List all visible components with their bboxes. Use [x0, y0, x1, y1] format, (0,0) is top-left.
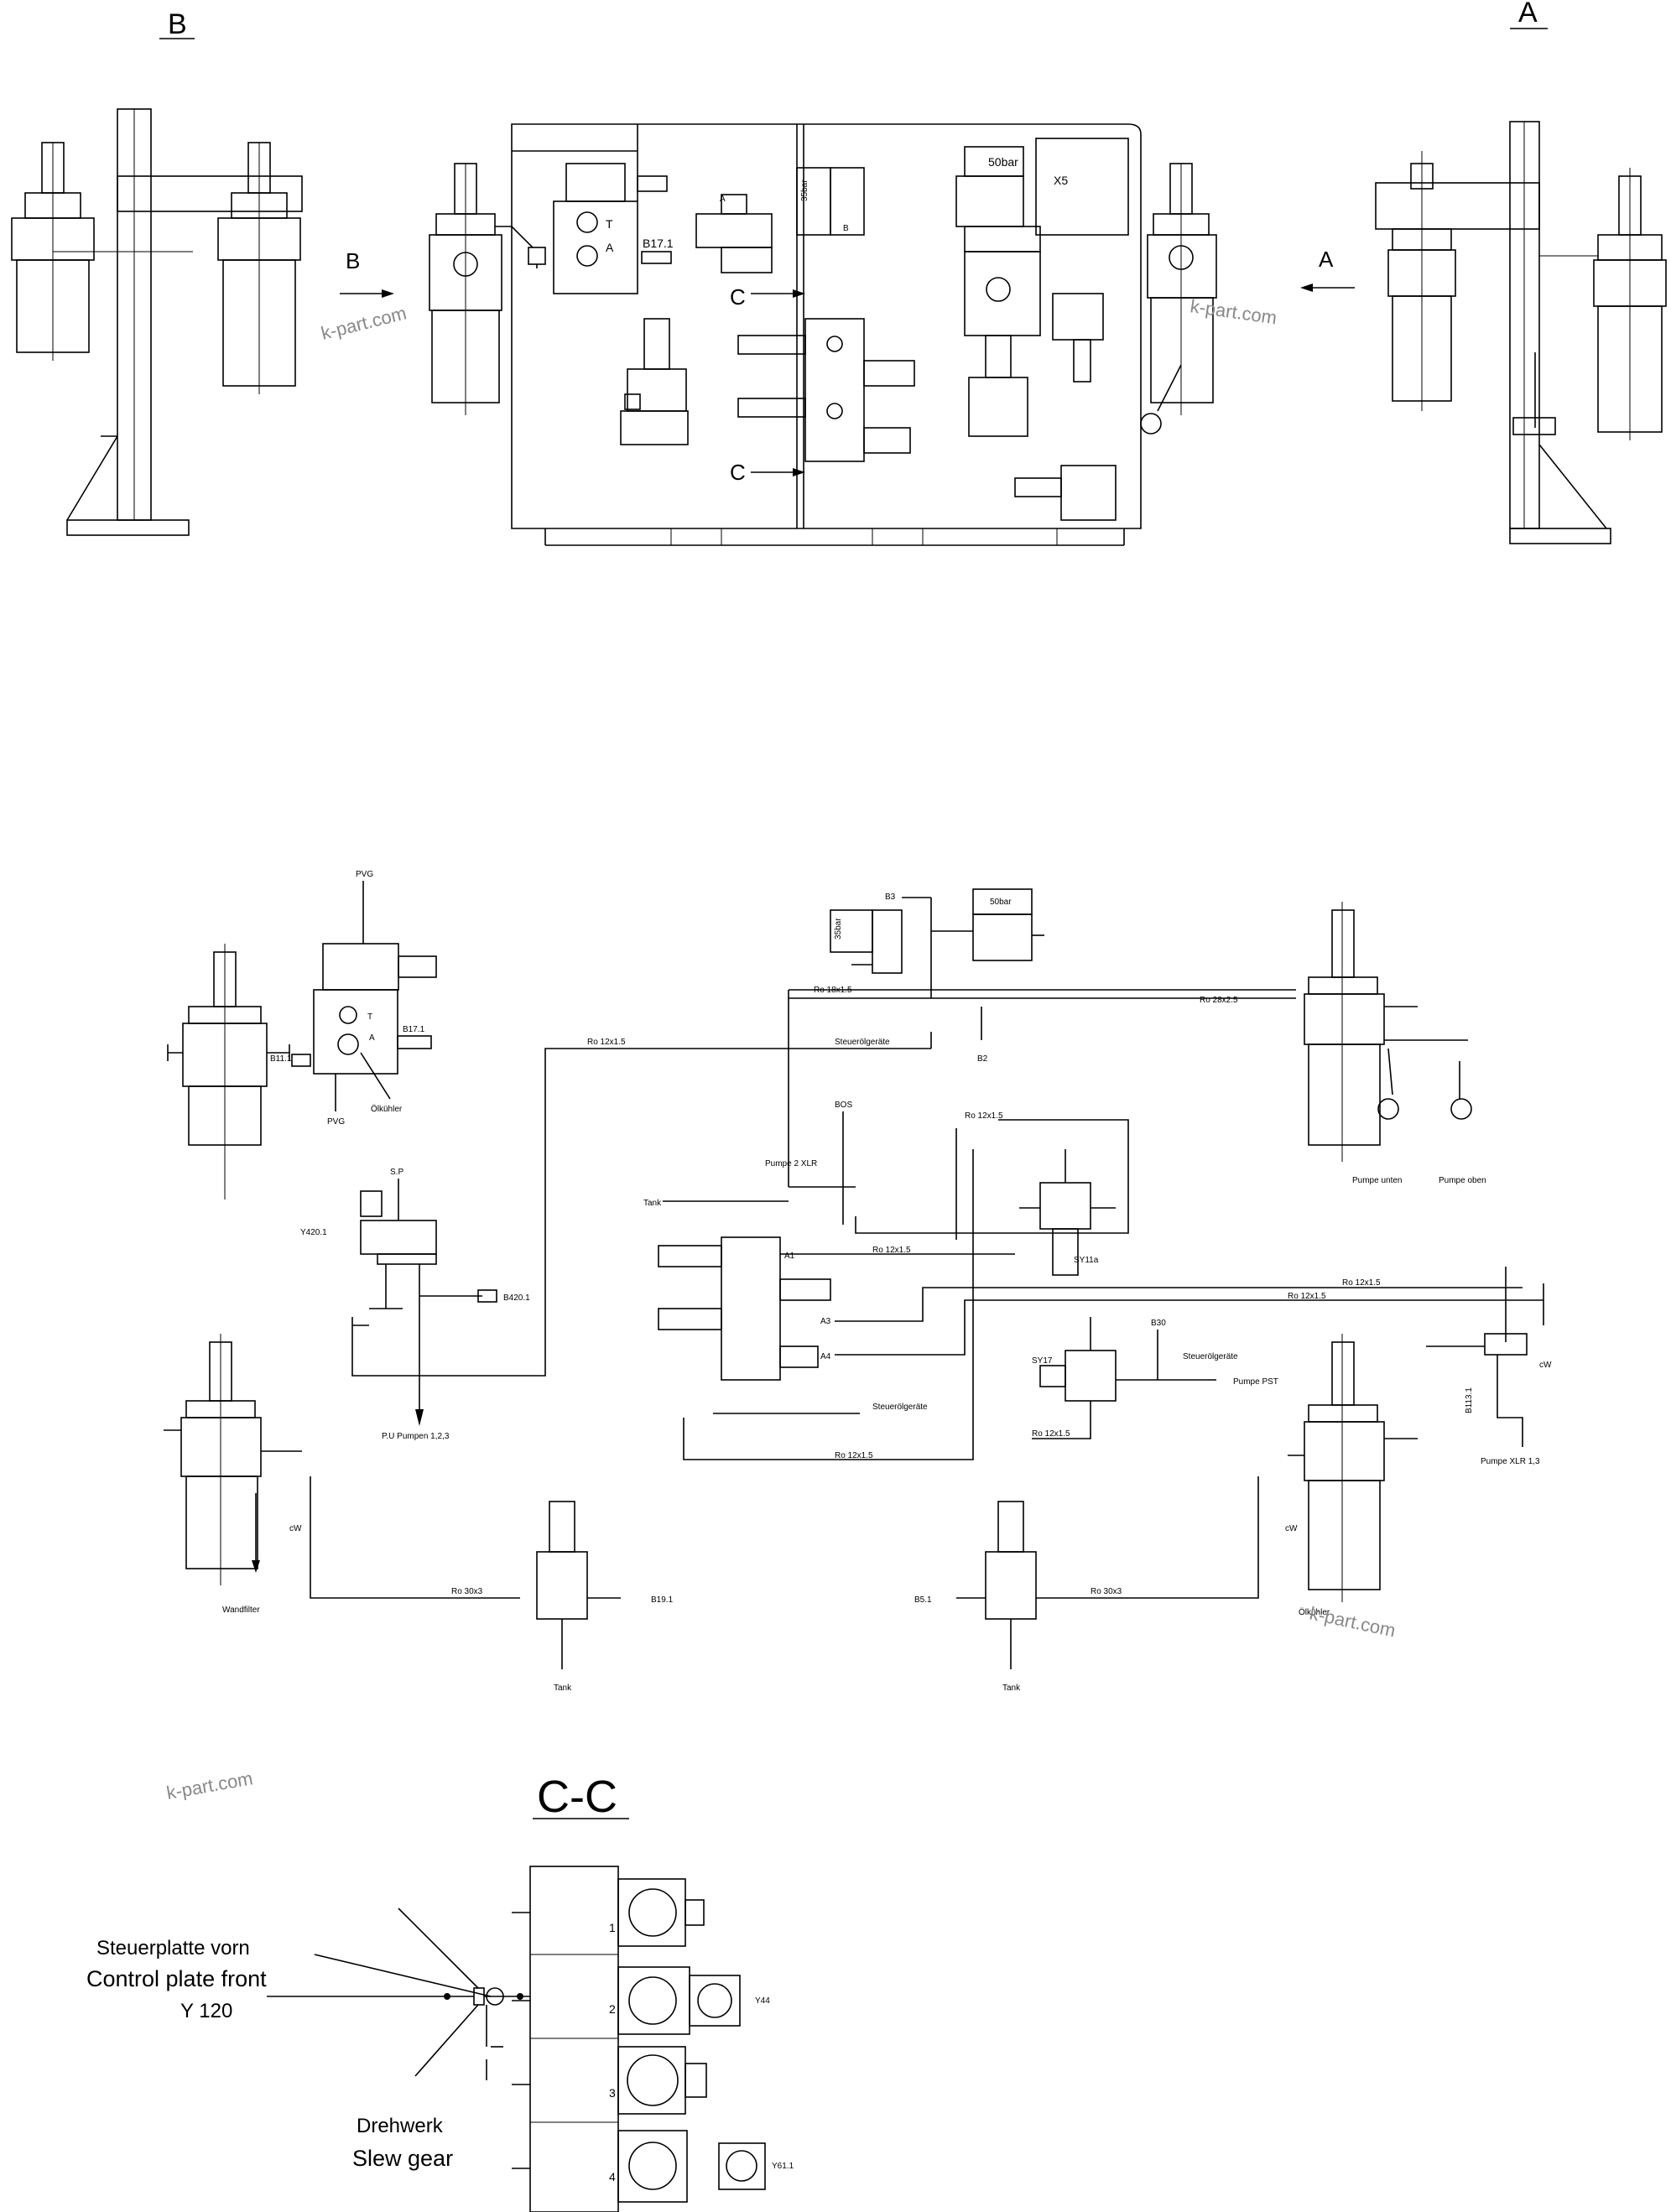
sch-ro30-left: Ro 30x3: [451, 1587, 483, 1596]
watermark-1: k-part.com: [319, 302, 409, 343]
sch-oelkuehler-right: Ölkühler: [1299, 1607, 1330, 1617]
sch-ro12-d: Ro 12x1.5: [1288, 1292, 1326, 1301]
sch-p35: 35bar: [834, 918, 843, 939]
view-b: B B k-part.com: [11, 8, 409, 536]
sch-b3: B3: [885, 893, 896, 902]
watermark-4: k-part.com: [165, 1767, 255, 1803]
sch-cw-right: cW: [1539, 1361, 1552, 1370]
sch-sy11a: SY11a: [1074, 1256, 1099, 1265]
sch-ro28: Ro 28x2.5: [1200, 996, 1238, 1005]
view-a: A A: [1300, 0, 1667, 544]
cc-num-1: 1: [609, 1921, 616, 1934]
cc-num-3: 3: [609, 2086, 616, 2100]
sch-ro12-a: Ro 12x1.5: [965, 1111, 1003, 1121]
view-a-arrow-label: A: [1319, 247, 1334, 272]
cc-y61: Y61.1: [772, 2162, 794, 2171]
cc-y44: Y44: [755, 1996, 770, 2006]
sch-b30: B30: [1151, 1319, 1166, 1328]
cc-legend-code: Y 120: [180, 2000, 232, 2022]
front-port-a: A: [606, 241, 614, 254]
cc-num-2: 2: [609, 2002, 616, 2016]
sch-wandfilter: Wandfilter: [222, 1606, 260, 1615]
cc-legend-en-2: Slew gear: [352, 2146, 453, 2171]
cc-legend-en-1: Control plate front: [86, 1966, 267, 1991]
sch-pu-pumps: P.U Pumpen 1,2,3: [382, 1432, 450, 1441]
sch-pumpe-xlr: Pumpe XLR 1,3: [1481, 1457, 1540, 1466]
sch-cw-left: cW: [289, 1524, 302, 1533]
front-pressure-50: 50bar: [988, 155, 1018, 169]
sch-cw-mid: cW: [1285, 1524, 1298, 1533]
front-small-a: A: [720, 195, 726, 204]
sch-b51: B5.1: [914, 1595, 932, 1605]
sch-b113: B113.1: [1465, 1387, 1474, 1413]
sch-ro12-left: Ro 12x1.5: [587, 1038, 626, 1047]
sch-pumpe-oben: Pumpe oben: [1439, 1176, 1486, 1185]
sch-steuerol-low: Steuerölgeräte: [872, 1403, 928, 1412]
sch-y420: Y420.1: [300, 1228, 327, 1237]
sch-b19: B19.1: [651, 1595, 674, 1605]
watermark-3: k-part.com: [1308, 1602, 1398, 1641]
section-arrow-c-upper: C: [730, 284, 746, 310]
sch-pvg-a: A: [369, 1033, 375, 1043]
cc-num-4: 4: [609, 2170, 616, 2183]
sch-pvg-t: T: [367, 1012, 372, 1022]
view-a-label: A: [1518, 0, 1538, 29]
sch-tank-mid: Tank: [643, 1199, 662, 1208]
sch-b11: B11.1: [270, 1054, 292, 1064]
sch-steuerol-top: Steuerölgeräte: [835, 1038, 890, 1047]
sch-b420: B420.1: [503, 1293, 530, 1303]
sch-steuerol-mid: Steuerölgeräte: [1183, 1352, 1238, 1361]
view-b-arrow-label: B: [346, 248, 360, 273]
sch-sy17: SY17: [1032, 1356, 1053, 1366]
sch-pumpe2xlr: Pumpe 2 XLR: [765, 1159, 817, 1168]
cc-legend-de-2: Drehwerk: [357, 2115, 444, 2137]
section-arrow-c-lower: C: [730, 460, 746, 485]
watermark-2: k-part.com: [1189, 295, 1278, 328]
sch-bos: BOS: [835, 1101, 852, 1110]
sch-b17: B17.1: [403, 1025, 425, 1034]
front-port-t: T: [606, 217, 613, 231]
sch-tank-right: Tank: [1002, 1684, 1021, 1693]
sch-oelkuehler: Ölkühler: [371, 1104, 403, 1114]
section-cc-title: C-C: [537, 1772, 617, 1822]
sch-pvg-top: PVG: [356, 870, 373, 879]
sch-ro12-f: Ro 12x1.5: [1032, 1429, 1070, 1439]
section-cc: k-part.com C-C 1 Y44 2 3 Y61.1 4: [86, 1767, 794, 2212]
sch-ro12-e: Ro 12x1.5: [835, 1451, 873, 1460]
sch-a4: A4: [820, 1352, 831, 1361]
sch-sp: S.P: [390, 1168, 403, 1177]
front-block-x5: X5: [1054, 174, 1068, 187]
front-pressure-35: 35bar: [800, 180, 809, 201]
front-small-b: B: [843, 224, 849, 233]
sch-b2: B2: [977, 1054, 988, 1064]
sch-a3: A3: [820, 1317, 831, 1326]
sch-a1: A1: [784, 1252, 795, 1261]
sch-pumpe-pst: Pumpe PST: [1233, 1377, 1278, 1387]
sch-tank-left: Tank: [554, 1684, 572, 1693]
hydraulic-schematic: B11.1 PVG T A B17.1 Ölkühler PVG S.P Y42…: [164, 870, 1552, 1693]
front-valve-b17: B17.1: [643, 237, 674, 250]
sch-p50: 50bar: [990, 898, 1012, 907]
sch-pvg-bottom: PVG: [327, 1117, 345, 1127]
cc-legend-de-1: Steuerplatte vorn: [96, 1937, 250, 1960]
sch-ro30-right: Ro 30x3: [1091, 1587, 1122, 1596]
sch-ro12-b: Ro 12x1.5: [872, 1246, 911, 1255]
sch-ro12-c: Ro 12x1.5: [1342, 1278, 1381, 1288]
view-b-label: B: [168, 8, 187, 40]
front-view: T A B17.1 A C C 35bar B: [429, 123, 1278, 546]
sch-pumpe-unten: Pumpe unten: [1352, 1176, 1403, 1185]
